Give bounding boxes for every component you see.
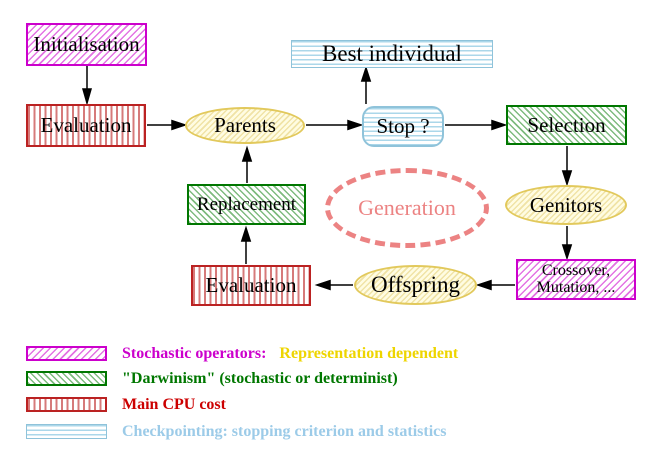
legend-swatch-checkpointing (26, 424, 107, 439)
node-genitors-label: Genitors (529, 192, 603, 217)
legend-label-darwinism: "Darwinism" (stochastic or determinist) (122, 370, 398, 388)
generation-cycle-ellipse: Generation (325, 168, 489, 248)
arrowhead-offspring-to-evaluation (314, 279, 331, 291)
legend-label-main-cpu-cost-text: Main CPU cost (122, 396, 226, 413)
node-best-individual: Best individual (291, 40, 493, 68)
legend-swatch-stochastic-operators (26, 346, 107, 361)
legend-swatch-darwinism (26, 371, 107, 386)
arrowhead-crossover-to-offspring (475, 279, 492, 291)
node-replacement: Replacement (187, 184, 306, 225)
node-genitors: Genitors (505, 185, 627, 225)
arrowhead-selection-to-genitors (561, 170, 573, 187)
node-parents-label: Parents (214, 113, 276, 138)
node-crossover-line2: Mutation, ... (536, 278, 616, 296)
node-best-individual-label: Best individual (322, 40, 462, 66)
arrowhead-evaluation-to-parents (171, 119, 188, 131)
arrowhead-evaluation-to-replacement (240, 225, 252, 242)
node-offspring-label: Offspring (370, 271, 460, 297)
node-crossover-mutation: Crossover, Mutation, ... (516, 259, 636, 300)
legend-label-checkpointing-text: Checkpointing: stopping criterion and st… (122, 423, 447, 440)
arrowhead-parents-to-stop (347, 119, 364, 131)
arrowhead-replacement-to-parents (241, 145, 253, 162)
node-parents: Parents (185, 107, 305, 144)
legend-label-stochastic-operators-text: Stochastic operators: (122, 345, 267, 362)
legend-label-darwinism-text: "Darwinism" (stochastic or determinist) (122, 370, 398, 387)
arrowhead-stop-to-best-individual (360, 65, 372, 82)
node-selection-label: Selection (527, 112, 606, 137)
legend-label-main-cpu-cost: Main CPU cost (122, 396, 226, 414)
node-selection: Selection (506, 105, 627, 145)
arrowhead-genitors-to-crossover (561, 244, 573, 261)
node-offspring: Offspring (354, 265, 477, 305)
legend-swatch-main-cpu-cost (26, 397, 107, 412)
node-evaluation-bottom-label: Evaluation (205, 273, 297, 298)
node-replacement-label: Replacement (196, 193, 297, 215)
generation-label: Generation (358, 195, 456, 220)
arrowhead-stop-to-selection (491, 119, 508, 131)
node-evaluation-top-label: Evaluation (40, 113, 132, 138)
legend-label-checkpointing: Checkpointing: stopping criterion and st… (122, 423, 446, 441)
node-stop: Stop ? (362, 106, 444, 147)
node-evaluation-top: Evaluation (26, 104, 146, 147)
node-stop-label: Stop ? (376, 114, 430, 139)
legend-label-stochastic-operators: Stochastic operators: Representation dep… (122, 345, 458, 363)
node-initialisation: Initialisation (26, 23, 147, 66)
node-crossover-line1: Crossover, (541, 261, 611, 279)
arrowhead-initialisation-to-evaluation (82, 88, 92, 106)
node-initialisation-label: Initialisation (33, 32, 140, 57)
node-evaluation-bottom: Evaluation (191, 265, 311, 306)
legend-label-representation-dependent-text: Representation dependent (279, 345, 459, 362)
